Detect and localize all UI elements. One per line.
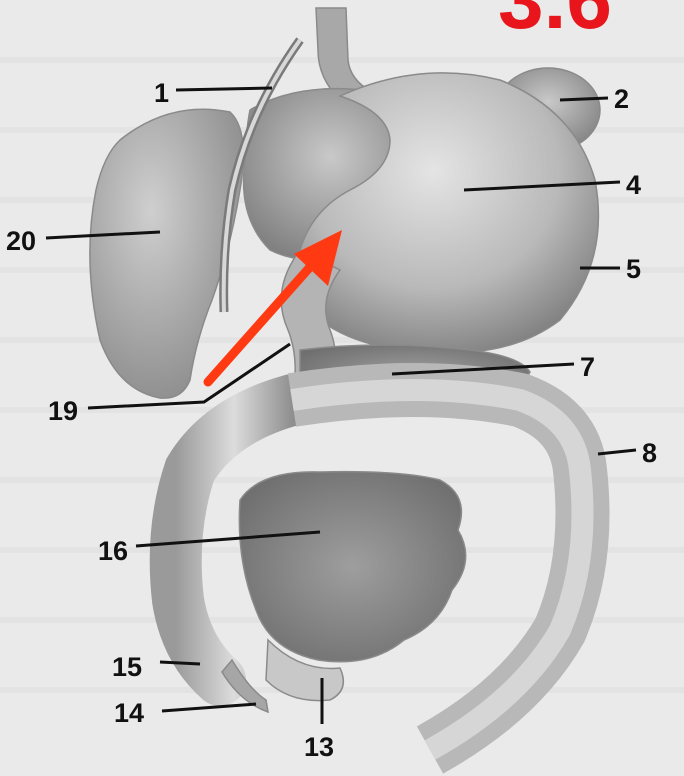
label-1: 1 — [154, 78, 169, 108]
label-20: 20 — [6, 226, 36, 256]
label-14: 14 — [114, 698, 144, 728]
label-7: 7 — [580, 352, 595, 382]
label-5: 5 — [626, 254, 641, 284]
label-19: 19 — [48, 396, 78, 426]
label-4: 4 — [626, 170, 641, 200]
corner-title: 3.6 — [498, 0, 612, 46]
label-15: 15 — [112, 652, 142, 682]
label-16: 16 — [98, 536, 128, 566]
label-13: 13 — [304, 732, 334, 762]
label-8: 8 — [642, 438, 657, 468]
label-2: 2 — [614, 84, 629, 114]
